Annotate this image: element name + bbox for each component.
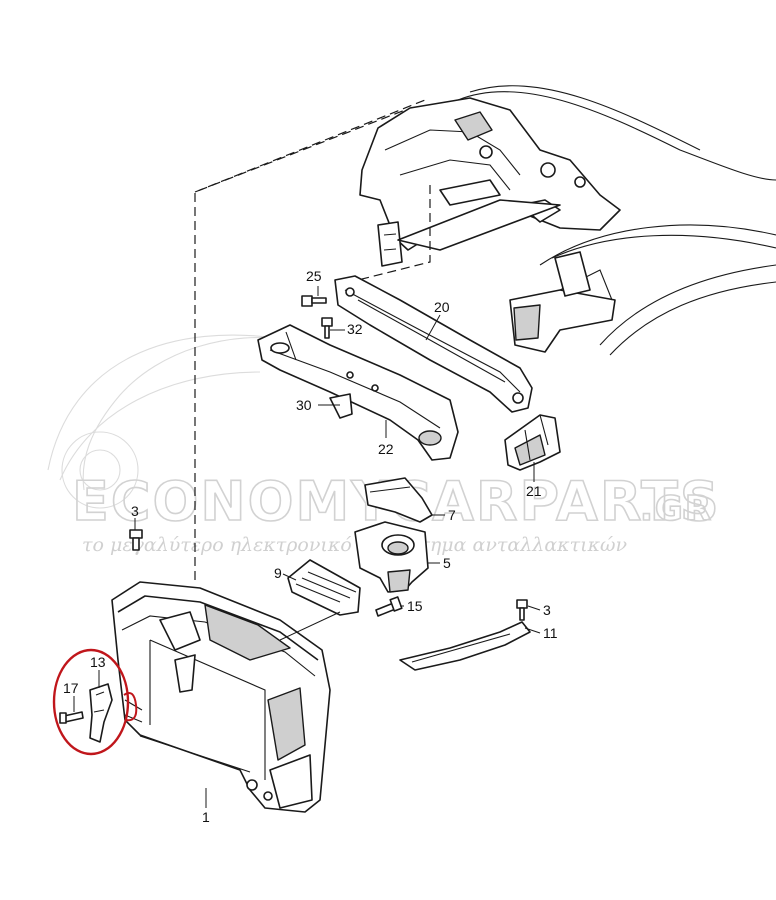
callout-25: 25 [306, 268, 322, 284]
part-1-front-carrier [111, 581, 331, 813]
callout-9: 9 [274, 565, 282, 581]
part-7-air-guide [364, 477, 433, 523]
watermark-suffix: .GR [640, 489, 713, 529]
leader-lines [73, 286, 541, 808]
callout-1: 1 [202, 809, 210, 825]
callout-21: 21 [526, 483, 542, 499]
watermark-car-logo [47, 334, 291, 509]
highlight-circle [52, 648, 130, 756]
callout-15: 15 [407, 598, 423, 614]
part-11-strip [399, 621, 531, 671]
callout-22: 22 [378, 441, 394, 457]
assembly-lines [194, 99, 431, 580]
part-9-air-guide [287, 559, 361, 616]
callout-17: 17 [63, 680, 79, 696]
part-13-bracket [89, 683, 113, 743]
callout-32: 32 [347, 321, 363, 337]
callout-11: 11 [543, 625, 558, 641]
callout-labels: 25 20 32 30 22 21 7 3 5 9 15 3 11 13 17 … [63, 268, 558, 825]
callout-5: 5 [443, 555, 451, 571]
callout-30: 30 [296, 397, 312, 413]
highlight-mark-on-carrier [123, 692, 138, 722]
part-5-air-duct [354, 521, 429, 593]
callout-3-right: 3 [543, 602, 551, 618]
part-21-bracket [504, 414, 561, 471]
part-25-bolt [301, 295, 327, 307]
part-32-bolt [321, 317, 333, 339]
part-20-cross-member [334, 275, 533, 413]
part-15-screw [375, 596, 403, 617]
callout-13: 13 [90, 654, 106, 670]
body-shell [359, 85, 776, 356]
part-22-crossbar [257, 324, 459, 461]
watermark-slogan: το μεγαλύτερο ηλεκτρονικό κατάστημα αντα… [82, 534, 628, 556]
part-3-bolt-right [516, 599, 528, 621]
callout-20: 20 [434, 299, 450, 315]
part-17-screw [59, 711, 84, 724]
callout-7: 7 [448, 507, 456, 523]
part-30-clip [329, 393, 353, 419]
callout-3-left: 3 [131, 503, 139, 519]
part-3-bolt-left [129, 529, 143, 551]
